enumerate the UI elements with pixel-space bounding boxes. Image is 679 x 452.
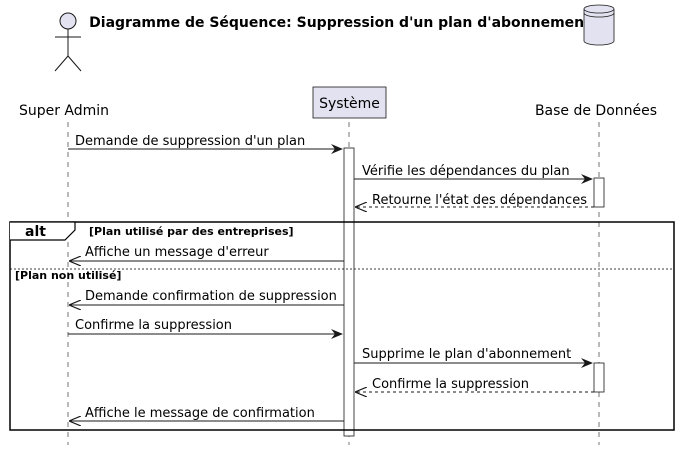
activation-db-2 <box>593 362 605 393</box>
message-label: Affiche le message de confirmation <box>85 406 315 421</box>
message-5: Demande confirmation de suppression <box>70 289 344 305</box>
message-4: Affiche un message d'erreur <box>70 245 344 261</box>
alt-fragment: alt [Plan utilisé par des entreprises] [… <box>9 221 675 431</box>
message-label: Confirme la suppression <box>372 377 529 392</box>
message-label: Confirme la suppression <box>75 318 232 333</box>
fragment-guard-1: [Plan utilisé par des entreprises] <box>89 225 294 238</box>
message-label: Supprime le plan d'abonnement <box>362 347 571 362</box>
participant-systeme: Système <box>312 86 387 119</box>
message-8: Confirme la suppression <box>356 377 594 392</box>
message-label: Demande de suppression d'un plan <box>75 134 305 149</box>
actor-label: Super Admin <box>19 103 109 119</box>
participant-label: Système <box>319 96 380 112</box>
diagram-title: Diagramme de Séquence: Suppression d'un … <box>89 15 591 31</box>
message-2: Vérifie les dépendances du plan <box>354 164 593 184</box>
message-7: Supprime le plan d'abonnement <box>354 347 593 368</box>
actor-super-admin: Super Admin <box>19 12 109 119</box>
message-1: Demande de suppression d'un plan <box>68 134 343 154</box>
message-9: Affiche le message de confirmation <box>70 406 344 421</box>
fragment-keyword: alt <box>25 224 46 240</box>
message-label: Vérifie les dépendances du plan <box>362 164 570 179</box>
message-label: Affiche un message d'erreur <box>85 245 269 260</box>
message-label: Retourne l'état des dépendances <box>372 193 587 208</box>
message-3: Retourne l'état des dépendances <box>356 193 594 208</box>
message-6: Confirme la suppression <box>68 318 343 339</box>
message-label: Demande confirmation de suppression <box>85 289 337 304</box>
database-label: Base de Données <box>535 103 657 119</box>
fragment-guard-2: [Plan non utilisé] <box>15 269 121 282</box>
activation-system <box>343 147 355 437</box>
activation-db-1 <box>593 177 605 208</box>
database-base-de-donnees: Base de Données <box>535 4 657 119</box>
